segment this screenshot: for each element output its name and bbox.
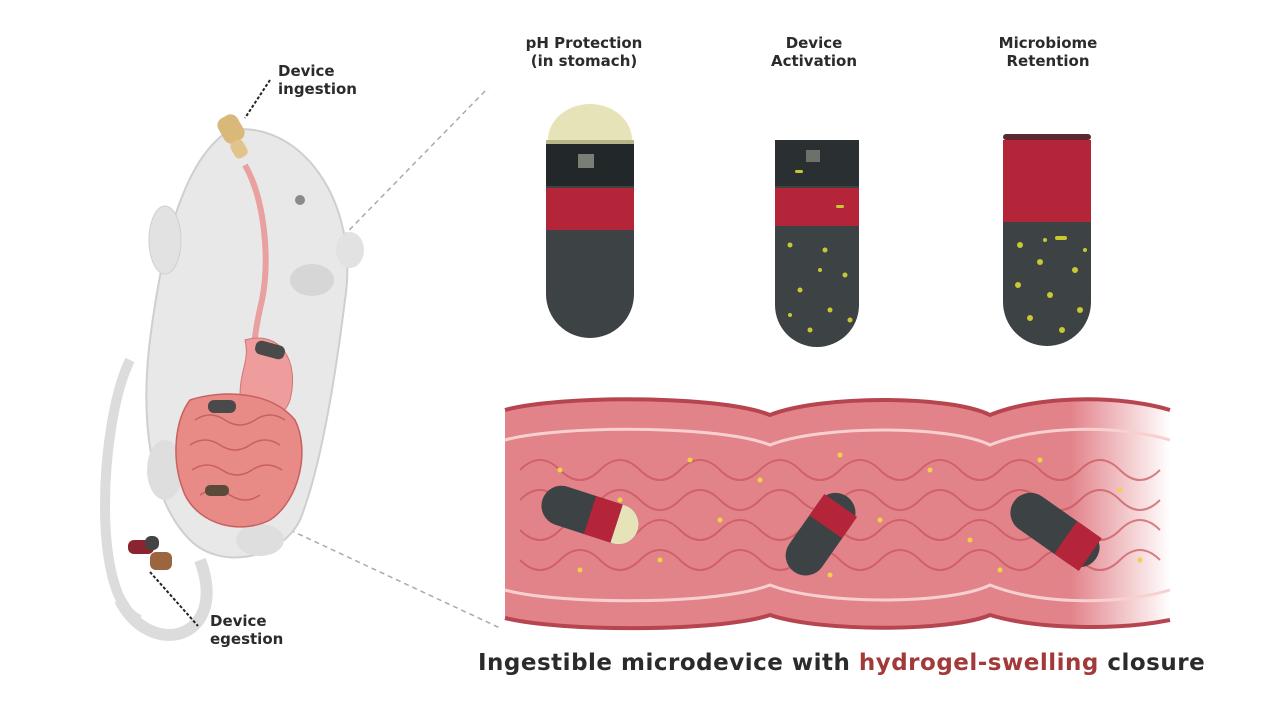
capsule-ph-protection bbox=[546, 104, 634, 338]
egestion-pointer bbox=[149, 571, 199, 627]
label-line: Device bbox=[278, 62, 335, 80]
capsule-microbiome-retention bbox=[1003, 134, 1091, 346]
label-line: Device bbox=[210, 612, 267, 630]
title-line: Device bbox=[785, 34, 843, 52]
ingestion-pointer bbox=[244, 79, 271, 119]
label-device-egestion: Device egestion bbox=[210, 612, 283, 648]
mouse-icon bbox=[100, 114, 364, 641]
title-line: Microbiome bbox=[998, 34, 1098, 52]
panel-title-device-activation: Device Activation bbox=[728, 34, 900, 70]
panel-title-microbiome-retention: Microbiome Retention bbox=[962, 34, 1134, 70]
capsule-in-gut-3 bbox=[1010, 492, 1102, 572]
label-line: egestion bbox=[210, 630, 284, 648]
panel-title-ph-protection: pH Protection (in stomach) bbox=[494, 34, 674, 70]
intestine-segment bbox=[504, 397, 1171, 631]
title-line: Activation bbox=[770, 52, 857, 70]
figure-caption: Ingestible microdevice with hydrogel-swe… bbox=[478, 650, 1205, 676]
zoom-line-bottom bbox=[289, 529, 501, 629]
caption-highlight: hydrogel-swelling bbox=[858, 650, 1099, 676]
title-line: (in stomach) bbox=[530, 52, 638, 70]
title-line: Retention bbox=[1006, 52, 1090, 70]
capsule-in-gut-2 bbox=[785, 492, 858, 576]
title-line: pH Protection bbox=[525, 34, 643, 52]
capsule-device-activation bbox=[775, 140, 859, 347]
capsule-in-gut-1 bbox=[541, 485, 639, 545]
label-device-ingestion: Device ingestion bbox=[278, 62, 357, 98]
label-line: ingestion bbox=[278, 80, 357, 98]
caption-text: closure bbox=[1098, 650, 1206, 676]
caption-text: Ingestible microdevice with bbox=[478, 650, 859, 676]
